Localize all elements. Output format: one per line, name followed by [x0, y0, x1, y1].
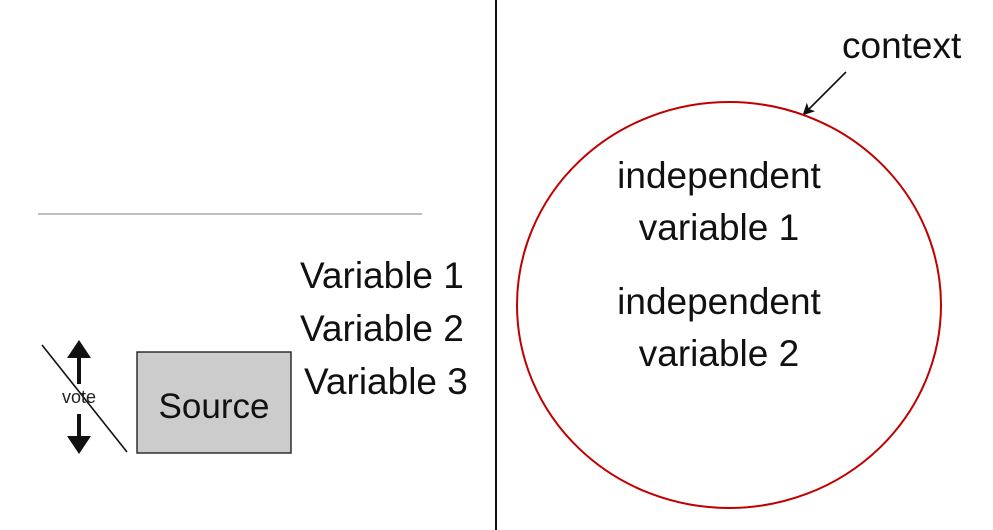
source-label: Source	[159, 387, 270, 426]
arrow-down-icon[interactable]	[67, 414, 91, 454]
independent-variable-group: independent variable 2	[617, 281, 821, 374]
variables-list: Variable 1 Variable 2 Variable 3	[300, 255, 468, 402]
vote-label: vote	[62, 387, 96, 407]
independent-variable-line1: independent	[617, 281, 821, 322]
left-panel: vote Source Variable 1 Variable 2 Variab…	[38, 213, 468, 454]
variable-item: Variable 1	[300, 255, 464, 296]
context-circle	[516, 101, 942, 509]
arrow-up-icon[interactable]	[67, 340, 91, 384]
variable-item: Variable 2	[300, 308, 464, 349]
source-box[interactable]: Source	[136, 351, 292, 454]
independent-variable-line2: variable 2	[639, 333, 799, 374]
context-arrow	[802, 71, 847, 116]
independent-variable-group: independent variable 1	[617, 155, 821, 248]
right-panel: context independent variable 1 independe…	[516, 25, 962, 509]
variable-item: Variable 3	[304, 361, 468, 402]
context-label: context	[842, 25, 962, 66]
independent-variable-line1: independent	[617, 155, 821, 196]
independent-variable-line2: variable 1	[639, 207, 799, 248]
vote-strike-line	[41, 344, 128, 453]
vote-control[interactable]: vote	[41, 340, 128, 454]
